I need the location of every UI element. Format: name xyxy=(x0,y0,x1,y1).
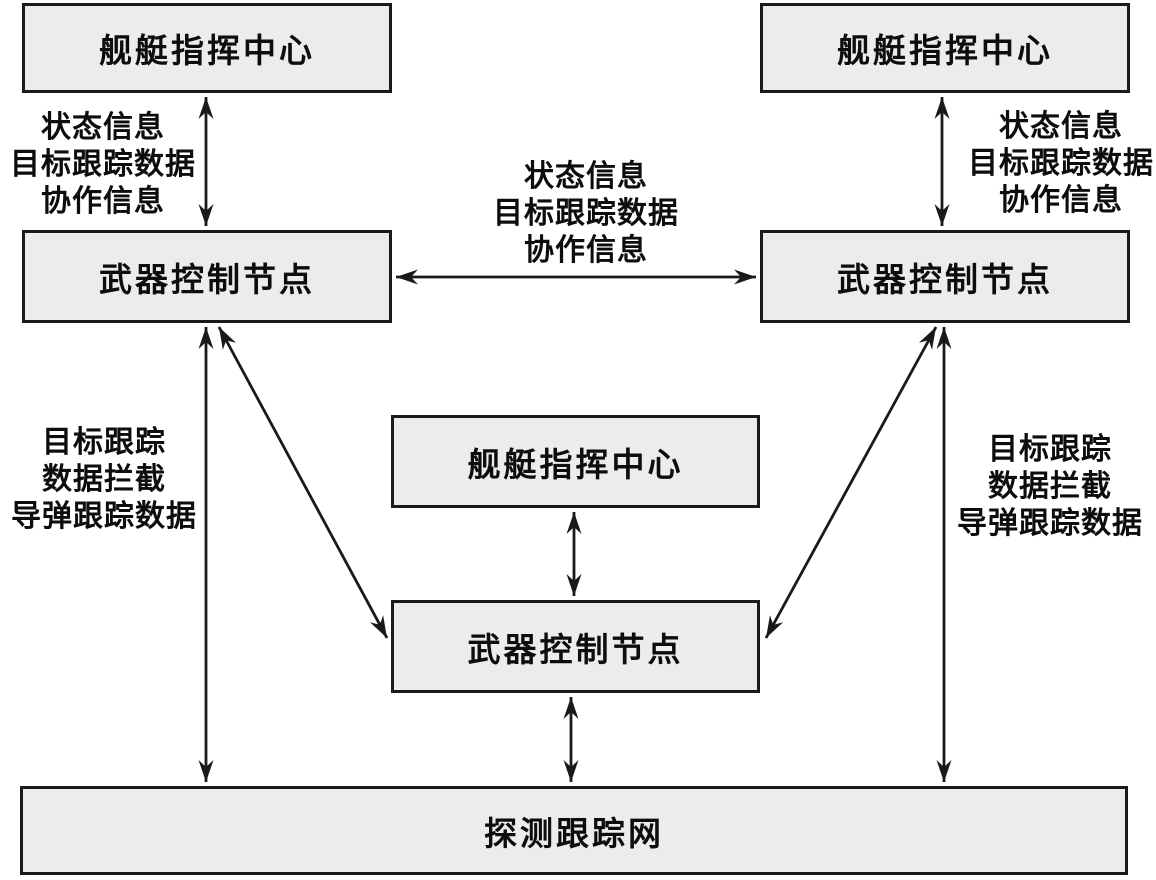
edge-label-line: 状态信息 xyxy=(524,160,648,193)
edge-label-line: 数据拦截 xyxy=(42,463,166,496)
box-weapon-control-node-middle: 武器控制节点 xyxy=(391,600,760,693)
edge-label-line: 协作信息 xyxy=(41,185,165,218)
box-label: 舰艇指挥中心 xyxy=(467,447,684,484)
edge-label-left-detection-link: 目标跟踪 数据拦截 导弹跟踪数据 xyxy=(1,424,207,535)
box-label: 舰艇指挥中心 xyxy=(99,34,315,70)
box-ship-command-center-right: 舰艇指挥中心 xyxy=(760,3,1130,93)
box-detection-tracking-net: 探测跟踪网 xyxy=(20,786,1128,875)
edge-label-right-detection-link: 目标跟踪 数据拦截 导弹跟踪数据 xyxy=(947,431,1153,542)
edge-label-line: 目标跟踪数据 xyxy=(968,147,1154,180)
edge-label-peer-link: 状态信息 目标跟踪数据 协作信息 xyxy=(483,158,689,269)
edge-label-line: 导弹跟踪数据 xyxy=(957,507,1143,540)
edge-label-line: 协作信息 xyxy=(524,234,648,267)
edge-label-line: 目标跟踪 xyxy=(988,433,1112,466)
arrow-left-weapon-center-weapon xyxy=(217,326,389,639)
box-label: 探测跟踪网 xyxy=(484,816,664,853)
edge-label-right-command-link: 状态信息 目标跟踪数据 协作信息 xyxy=(958,108,1156,219)
edge-label-left-command-link: 状态信息 目标跟踪数据 协作信息 xyxy=(0,109,206,220)
box-label: 舰艇指挥中心 xyxy=(837,34,1053,70)
box-weapon-control-node-left: 武器控制节点 xyxy=(22,230,392,323)
arrow-right-weapon-center-weapon xyxy=(764,326,938,639)
box-ship-command-center-left: 舰艇指挥中心 xyxy=(22,3,392,93)
box-label: 武器控制节点 xyxy=(467,632,684,669)
edge-label-line: 状态信息 xyxy=(999,110,1123,143)
box-weapon-control-node-right: 武器控制节点 xyxy=(760,230,1130,323)
edge-label-line: 协作信息 xyxy=(999,184,1123,217)
edge-label-line: 导弹跟踪数据 xyxy=(11,500,197,533)
edge-label-line: 目标跟踪 xyxy=(42,426,166,459)
edge-label-line: 目标跟踪数据 xyxy=(493,197,679,230)
box-ship-command-center-middle: 舰艇指挥中心 xyxy=(391,415,760,508)
box-label: 武器控制节点 xyxy=(99,262,315,299)
edge-label-line: 数据拦截 xyxy=(988,470,1112,503)
box-label: 武器控制节点 xyxy=(837,262,1053,299)
edge-label-line: 目标跟踪数据 xyxy=(10,148,196,181)
edge-label-line: 状态信息 xyxy=(41,111,165,144)
